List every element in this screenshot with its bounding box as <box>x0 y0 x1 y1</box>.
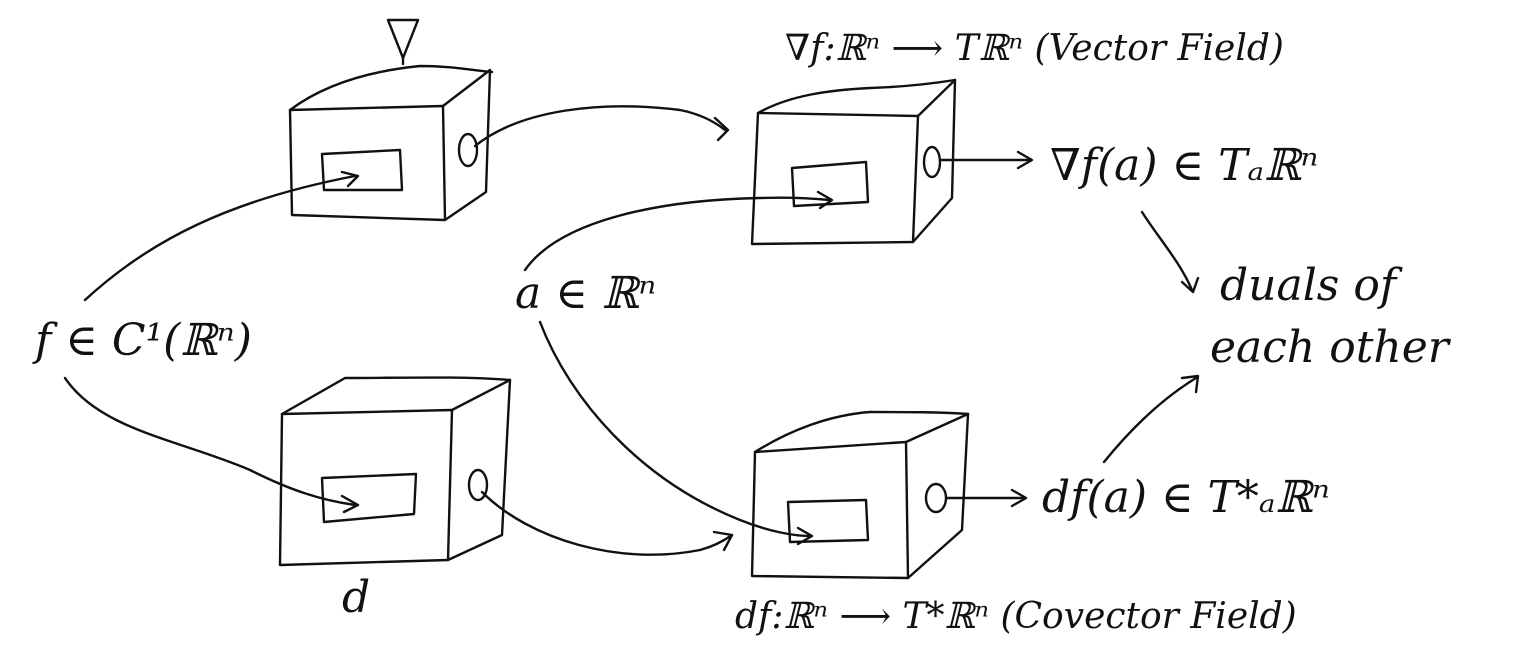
duals-label-line1: duals of <box>1220 260 1403 311</box>
gradient-machine-box <box>288 18 494 222</box>
arrow-point-to-differential-result <box>538 320 814 546</box>
arrow-point-to-gradient-result <box>523 190 834 272</box>
arrow-differential-value-to-duals <box>1102 374 1200 464</box>
gradient-value-label: ∇f(a) ∈ Tₐℝⁿ <box>1050 140 1318 191</box>
arrow-gradient-box-to-result-box <box>473 105 730 148</box>
point-label: a ∈ ℝⁿ <box>515 268 656 319</box>
duals-label-line2: each other <box>1210 322 1452 373</box>
differential-machine-box <box>278 376 512 567</box>
arrow-differential-box-to-result-box <box>480 490 734 556</box>
arrow-gradient-output <box>940 150 1034 170</box>
nabla-marker-icon <box>386 18 420 60</box>
gradient-result-box <box>750 78 957 246</box>
arrow-differential-output <box>944 488 1028 508</box>
arrow-function-to-differential-box <box>63 376 360 514</box>
gradient-field-label: ∇f:ℝⁿ ⟶ Tℝⁿ (Vector Field) <box>785 28 1284 69</box>
function-label: f ∈ C¹(ℝⁿ) <box>32 315 252 366</box>
arrow-gradient-value-to-duals <box>1140 210 1200 294</box>
differential-result-box <box>750 410 970 580</box>
differential-operator-label: d <box>342 572 370 623</box>
arrow-function-to-gradient-box <box>83 170 360 302</box>
differential-field-label: df:ℝⁿ ⟶ T*ℝⁿ (Covector Field) <box>735 596 1297 637</box>
differential-value-label: df(a) ∈ T*ₐℝⁿ <box>1042 472 1330 523</box>
